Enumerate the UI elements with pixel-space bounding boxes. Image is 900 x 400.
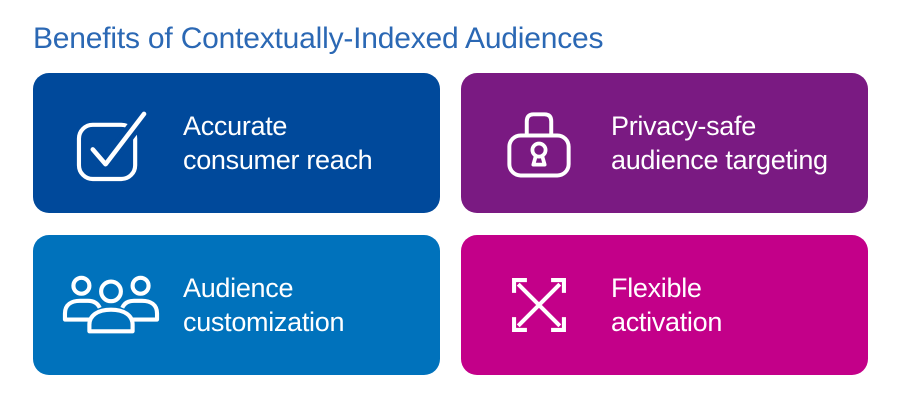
expand-arrows-icon <box>487 276 591 334</box>
card-label-line2: customization <box>183 307 345 337</box>
card-label: Accurate consumer reach <box>183 109 373 177</box>
page-title: Benefits of Contextually-Indexed Audienc… <box>33 22 604 55</box>
card-privacy-safe-audience-targeting: Privacy-safe audience targeting <box>461 73 868 213</box>
card-label: Flexible activation <box>611 271 722 339</box>
card-label-line1: Privacy-safe <box>611 111 756 141</box>
card-label-line2: activation <box>611 307 723 337</box>
card-label-line1: Audience <box>183 273 294 303</box>
card-label-line1: Flexible <box>611 273 702 303</box>
people-icon <box>59 274 163 336</box>
card-audience-customization: Audience customization <box>33 235 440 375</box>
card-label: Audience customization <box>183 271 344 339</box>
card-label-line1: Accurate <box>183 111 288 141</box>
card-label-line2: audience targeting <box>611 145 828 175</box>
lock-icon <box>487 108 591 178</box>
card-label: Privacy-safe audience targeting <box>611 109 828 177</box>
card-accurate-consumer-reach: Accurate consumer reach <box>33 73 440 213</box>
card-flexible-activation: Flexible activation <box>461 235 868 375</box>
benefit-cards-grid: Accurate consumer reach Privacy-safe aud… <box>33 73 868 375</box>
checkbox-check-icon <box>59 105 163 182</box>
card-label-line2: consumer reach <box>183 145 373 175</box>
